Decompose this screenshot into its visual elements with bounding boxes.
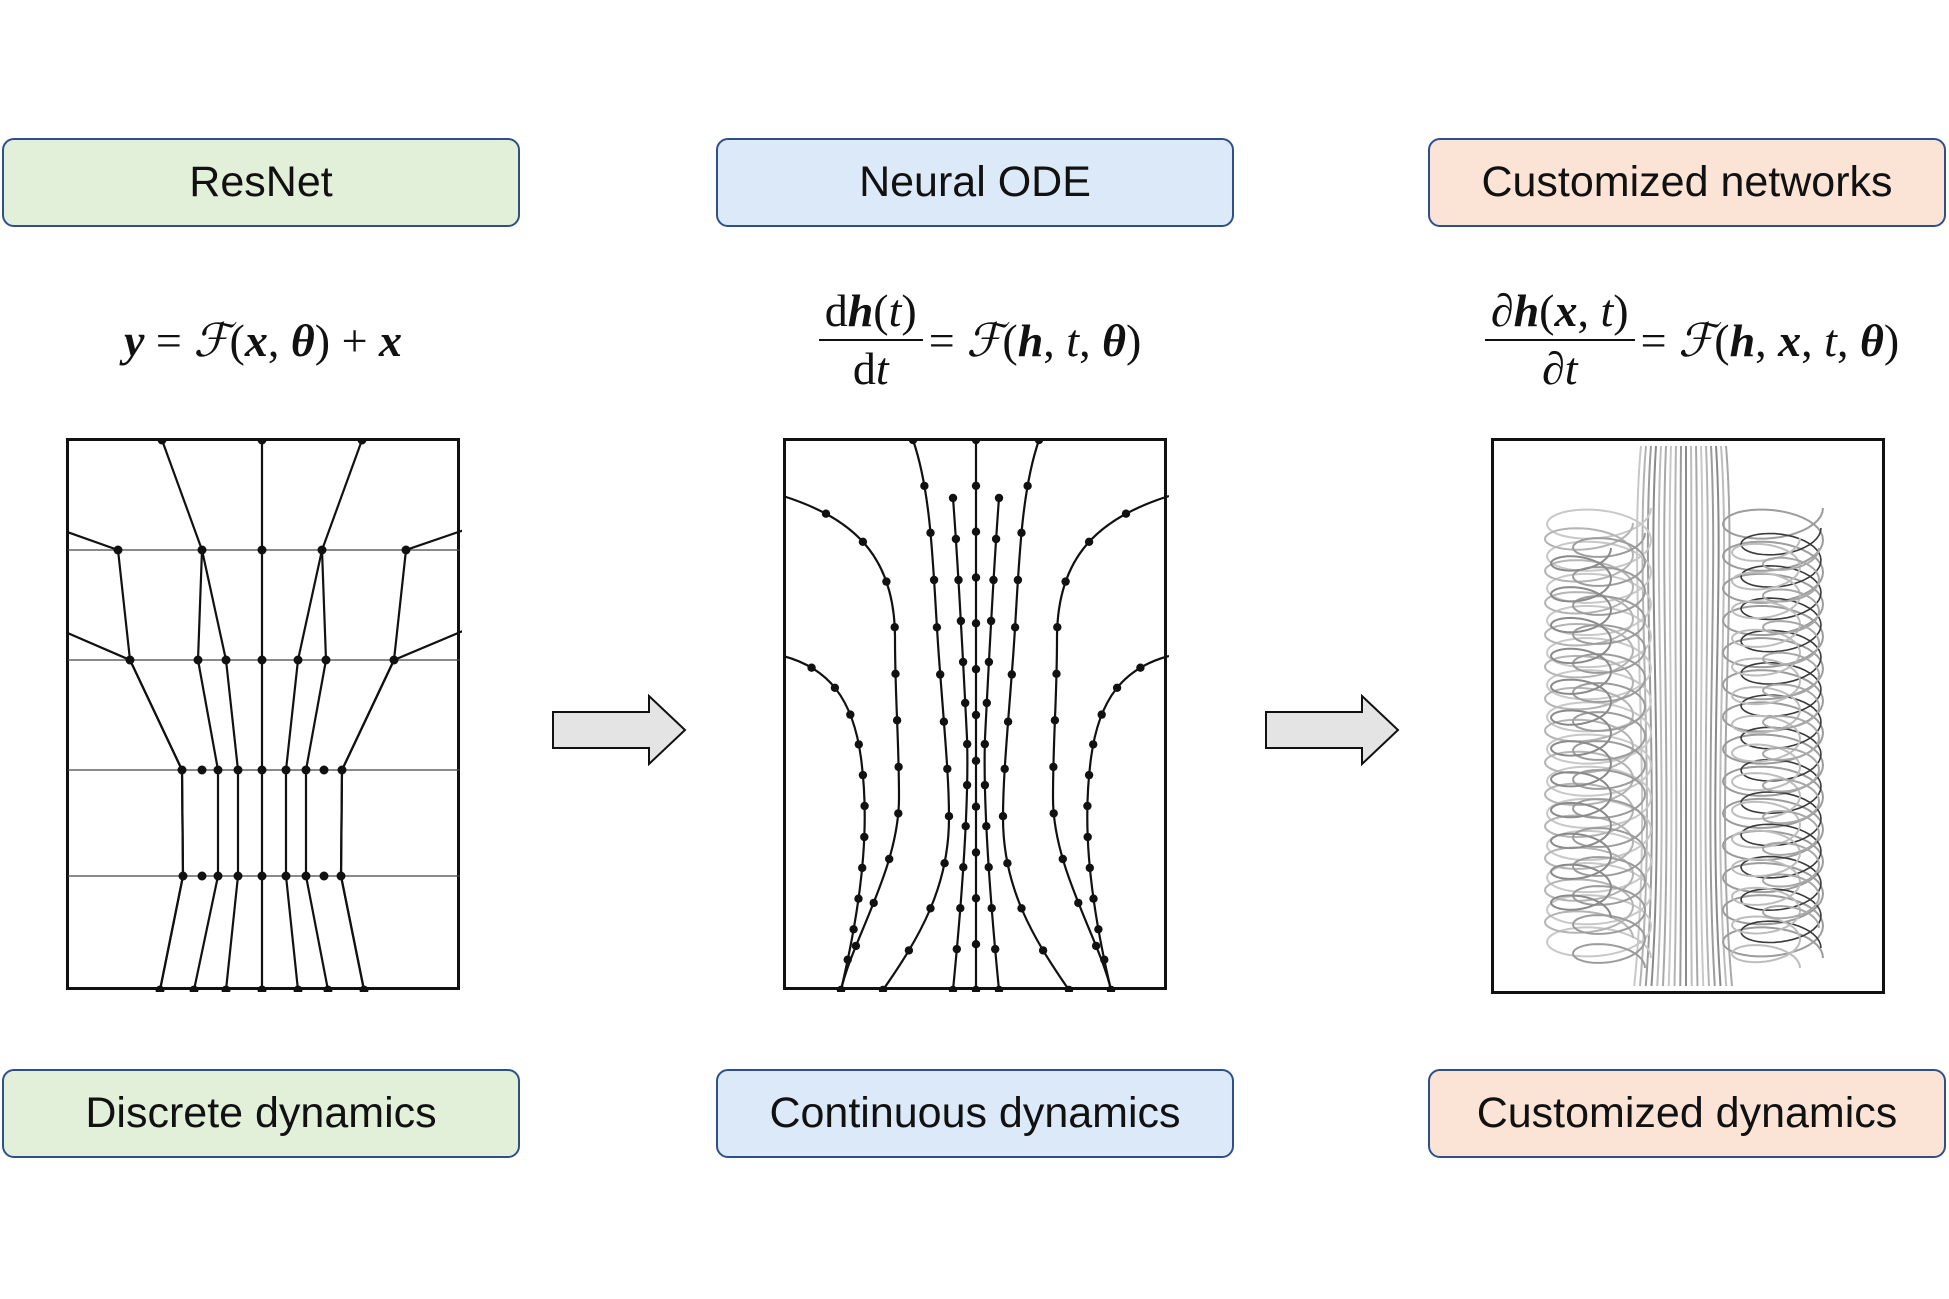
resnet-subtitle: Discrete dynamics: [2, 1069, 520, 1158]
column-neural-ode: Neural ODE dh(t)dt = ℱ(h, t, θ) Continuo…: [716, 0, 1238, 1299]
right-arrow-icon: [1265, 694, 1400, 766]
neural-ode-title: Neural ODE: [716, 138, 1234, 227]
resnet-equation: y = ℱ(x, θ) + x: [123, 313, 403, 367]
neural-ode-equation: dh(t)dt = ℱ(h, t, θ): [716, 270, 1238, 410]
column-customized: Customized networks ∂h(x, t)∂t = ℱ(h, x,…: [1428, 0, 1949, 1299]
column-resnet: ResNet y = ℱ(x, θ) + x Discrete dynamics: [2, 0, 524, 1299]
resnet-title: ResNet: [2, 138, 520, 227]
customized-title: Customized networks: [1428, 138, 1946, 227]
customized-subtitle: Customized dynamics: [1428, 1069, 1946, 1158]
discrete-dynamics-plot: [66, 438, 462, 992]
right-arrow-icon: [552, 694, 687, 766]
customized-dynamics-plot: [1491, 438, 1885, 994]
customized-equation: ∂h(x, t)∂t = ℱ(h, x, t, θ): [1428, 270, 1949, 410]
neural-ode-subtitle: Continuous dynamics: [716, 1069, 1234, 1158]
continuous-dynamics-plot: [783, 438, 1169, 992]
